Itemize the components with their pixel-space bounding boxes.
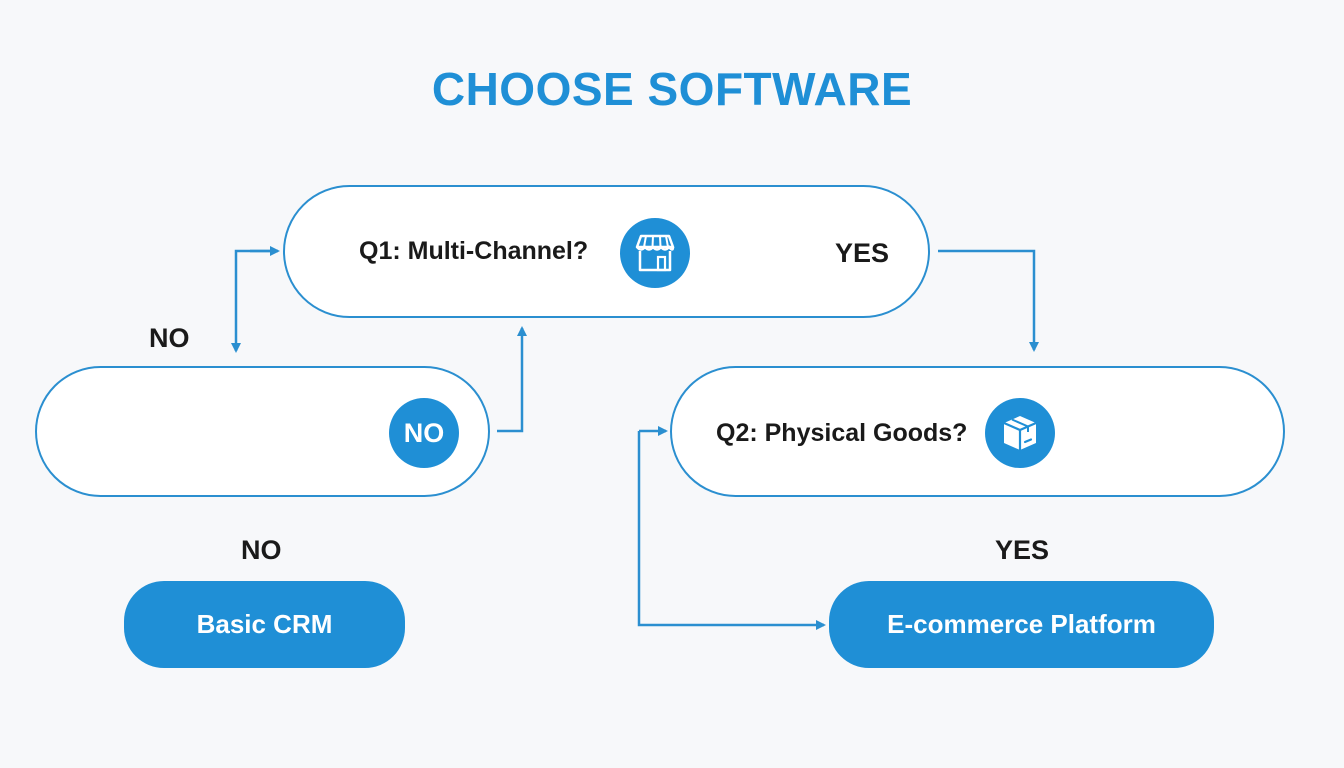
page-title: CHOOSE SOFTWARE [431, 63, 913, 115]
q2-label: Q2: Physical Goods? [716, 419, 968, 447]
storefront-icon [620, 218, 690, 288]
q1-label: Q1: Multi-Channel? [359, 237, 589, 265]
bottom-no-label: NO [241, 535, 282, 565]
q1-yes-label: YES [835, 238, 890, 268]
q2-decision-node: Q2: Physical Goods? [670, 366, 1285, 497]
no-branch-node: NO [35, 366, 490, 497]
package-box-icon [985, 398, 1055, 468]
basic-crm-label: Basic CRM [196, 609, 333, 639]
ecommerce-platform-result: E-commerce Platform [829, 581, 1214, 668]
q1-decision-node: Q1: Multi-Channel? YES [283, 185, 930, 318]
connector-no-left-loop [231, 249, 275, 353]
connector-q1-yes-to-q2 [938, 249, 1039, 352]
connector-no-box-up-to-q1 [497, 326, 527, 433]
basic-crm-result: Basic CRM [124, 581, 405, 668]
q1-no-label: NO [149, 323, 190, 353]
connector-loop-to-ecommerce [637, 431, 826, 630]
no-badge: NO [389, 398, 459, 468]
ecommerce-platform-label: E-commerce Platform [887, 609, 1156, 639]
bottom-yes-label: YES [995, 535, 1050, 565]
